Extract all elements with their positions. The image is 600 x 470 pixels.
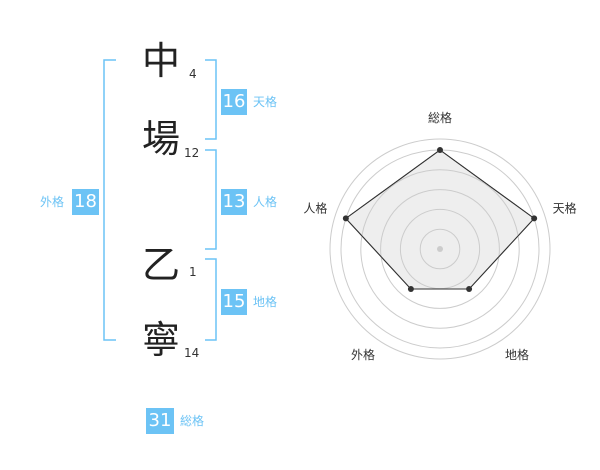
gaikaku-bracket	[103, 59, 116, 341]
gaikaku-label: 外格	[40, 195, 65, 209]
radar-point-1	[437, 147, 443, 153]
jinkaku-value: 13	[221, 189, 247, 215]
soukaku-label: 総格	[180, 414, 205, 428]
name-char-1: 中	[141, 39, 180, 83]
stroke-count-2: 12	[184, 146, 200, 160]
jinkaku-label: 人格	[253, 195, 278, 209]
radar-point-4	[407, 286, 414, 293]
radar-axis-label-5: 人格	[303, 201, 327, 216]
tenkaku-bracket	[205, 59, 217, 140]
radar-grid-ring	[419, 228, 461, 270]
name-char-3: 乙	[141, 243, 180, 287]
stroke-count-1: 4	[189, 67, 197, 81]
chikaku-label: 地格	[253, 295, 278, 309]
soukaku-value: 31	[146, 408, 174, 434]
stroke-count-3: 1	[189, 265, 197, 279]
radar-grid-ring	[360, 169, 520, 329]
tenkaku-label: 天格	[253, 95, 278, 109]
name-char-2: 場	[141, 117, 180, 161]
radar-axis-label-3: 地格	[505, 347, 529, 362]
name-char-4: 寧	[141, 318, 180, 362]
radar-point-5	[342, 215, 349, 222]
radar-axis-label-2: 天格	[553, 201, 577, 216]
radar-grid-ring	[380, 189, 500, 309]
tenkaku-value: 16	[221, 89, 247, 115]
radar-data-area	[345, 149, 535, 290]
radar-axis-label-1: 総格	[428, 110, 452, 125]
radar-outer-ring	[329, 138, 551, 360]
chikaku-bracket	[205, 258, 217, 341]
gaikaku-value: 18	[72, 189, 99, 215]
radar-point-2	[531, 215, 538, 222]
radar-data-line	[345, 149, 535, 290]
stroke-count-4: 14	[184, 346, 200, 360]
radar-center-dot	[437, 246, 443, 252]
jinkaku-bracket	[205, 149, 217, 250]
radar-axis-label-4: 外格	[351, 347, 375, 362]
chikaku-value: 15	[221, 289, 247, 315]
radar-point-3	[466, 286, 473, 293]
